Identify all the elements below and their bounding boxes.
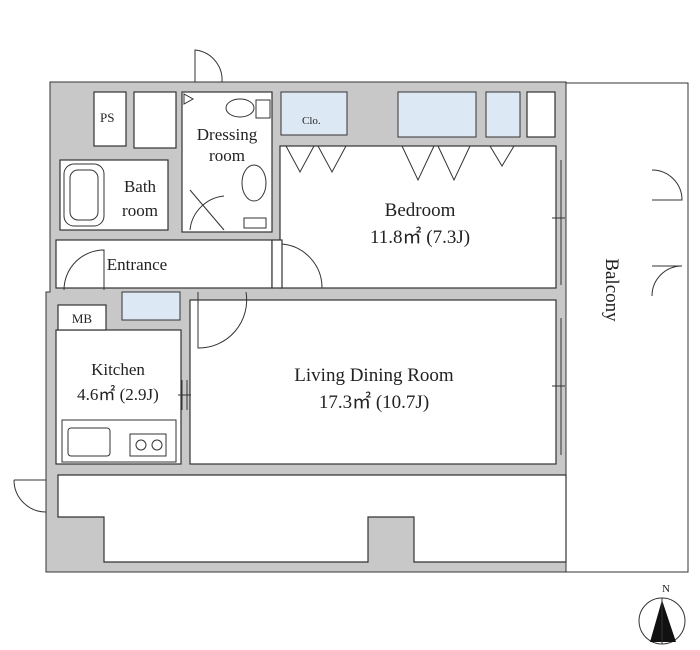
closet-3 — [485, 91, 521, 138]
door-top — [194, 49, 223, 83]
bath-label-2: room — [122, 201, 158, 220]
balcony-area — [565, 82, 689, 573]
door-living — [197, 291, 248, 349]
mb-label: MB — [72, 311, 93, 326]
ps-label: PS — [100, 110, 114, 125]
closet-door-2 — [401, 145, 471, 182]
closet-1 — [280, 91, 348, 136]
bathtub-inner — [69, 169, 99, 221]
compass-north-label: N — [662, 583, 670, 595]
balcony-label: Balcony — [601, 258, 622, 322]
door-south — [13, 479, 47, 513]
closet-2 — [397, 91, 477, 138]
compass-arrow — [650, 600, 676, 642]
window-kitchen — [178, 380, 191, 410]
closet-label: Clo. — [302, 115, 321, 127]
kitchen-area-label: 4.6㎡ (2.9J) — [77, 385, 159, 404]
door-balcony-2 — [651, 265, 683, 297]
sink-fixture — [225, 98, 255, 118]
entrance-area — [55, 239, 273, 289]
bedroom-name: Bedroom — [385, 200, 456, 221]
entrance-label: Entrance — [107, 255, 167, 274]
entrance-closet — [121, 291, 181, 321]
bath-label-1: Bath — [124, 177, 157, 196]
door-balcony-1 — [651, 169, 683, 201]
living-area-label: 17.3㎡ (10.7J) — [319, 390, 429, 413]
dressing-area — [181, 91, 273, 233]
toilet-tank — [243, 217, 267, 229]
bedroom-area — [279, 145, 557, 289]
mb-box — [57, 304, 107, 331]
door-entrance — [63, 249, 105, 291]
closet-door-3 — [489, 145, 515, 167]
living-name: Living Dining Room — [294, 365, 454, 386]
sink-counter — [255, 99, 271, 119]
storage-cell — [133, 91, 177, 149]
kitchen-sink — [67, 427, 111, 457]
burner-left — [135, 439, 147, 451]
dressing-label-1: Dressing — [197, 125, 258, 144]
storage-right — [526, 91, 556, 138]
door-bath — [189, 189, 225, 231]
south-open-area — [57, 474, 567, 563]
bedroom-area-label: 11.8㎡ (7.3J) — [370, 225, 470, 248]
living-area — [189, 299, 557, 465]
window-bedroom — [552, 160, 565, 285]
dressing-label-2: room — [209, 146, 245, 165]
burner-right — [151, 439, 163, 451]
entrance-hall — [271, 239, 283, 289]
closet-door-1 — [285, 145, 347, 174]
vent-marker — [183, 93, 195, 105]
ps-shaft — [93, 91, 127, 147]
kitchen-name: Kitchen — [91, 360, 145, 379]
window-living — [552, 318, 565, 455]
door-bedroom — [281, 243, 323, 289]
toilet-fixture — [241, 164, 267, 202]
